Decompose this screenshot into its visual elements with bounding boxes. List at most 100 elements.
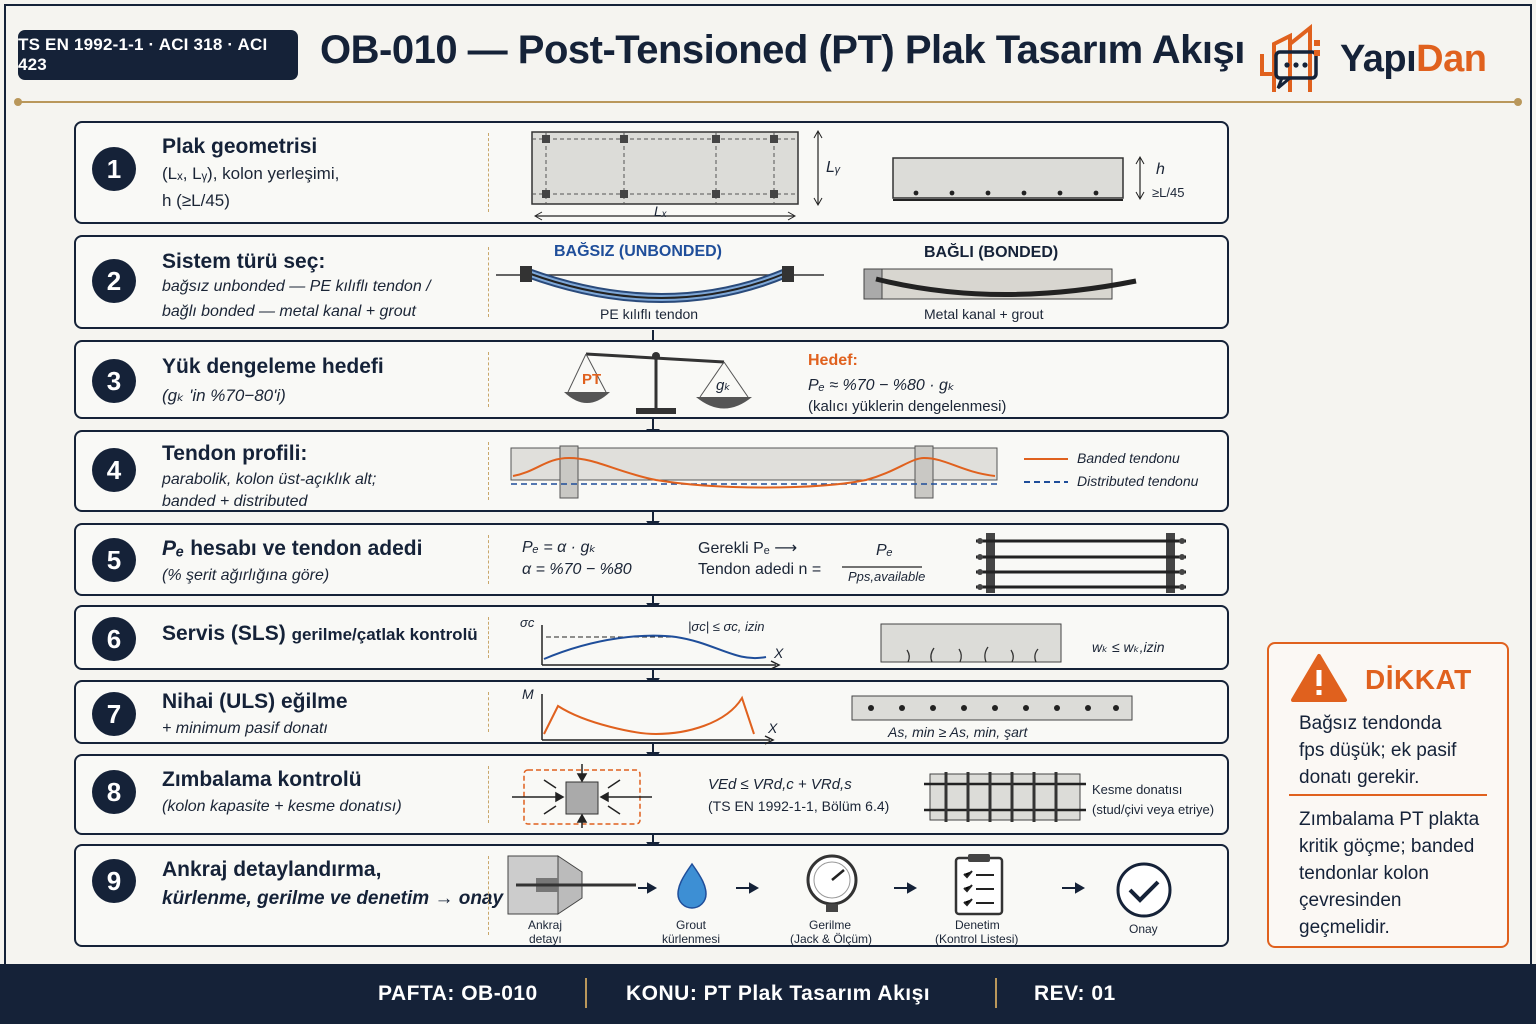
x-axis-label: X — [774, 645, 784, 661]
logo-part1: Yapı — [1340, 38, 1417, 80]
target-note: (kalıcı yüklerin dengelenmesi) — [808, 398, 1007, 415]
footer-rev: REV: 01 — [1034, 982, 1116, 1005]
grout-label-1: Grout — [676, 918, 707, 932]
tendon-types-diagram — [496, 266, 1137, 303]
target-label: Hedef: — [808, 352, 858, 369]
pan-right-label: gₖ — [716, 377, 731, 394]
stress-check-diagram — [541, 623, 1062, 670]
step-desc-line2: h (≥L/45) — [162, 191, 230, 210]
step-desc-line1: (kolon kapasite + kesme donatısı) — [162, 798, 402, 815]
slab-plan-diagram — [531, 129, 1145, 221]
sigma-label: σc — [520, 615, 535, 630]
step-1-geometry: 1 Plak geometrisi (Lₓ, Lᵧ), kolon yerleş… — [74, 121, 1229, 224]
divider — [488, 133, 489, 212]
warning-text-1: Bağsız tendonda fps düşük; ek pasif dona… — [1299, 710, 1456, 791]
warning-line: fps düşük; ek pasif — [1299, 740, 1457, 761]
grout-drop-icon — [677, 862, 707, 909]
step-desc-line2: bağlı bonded — metal kanal + grout — [162, 303, 416, 320]
step-number: 9 — [92, 859, 136, 903]
warning-divider — [1289, 794, 1487, 796]
step-title-2: kürlenme, gerilme ve denetim → onay — [162, 888, 504, 909]
fraction-numerator: Pₑ — [876, 542, 893, 559]
warning-line: tendonlar kolon — [1299, 863, 1429, 884]
step-3-load-balancing: 3 Yük dengeleme hedefi (gₖ 'in %70−80'i)… — [74, 340, 1229, 419]
tendon-count-diagram — [842, 533, 1186, 593]
step-number: 1 — [92, 147, 136, 191]
anchor-label-1: Ankraj — [528, 918, 563, 932]
title-text: Servis (SLS) — [162, 622, 286, 645]
balance-scale-icon — [564, 352, 752, 414]
warning-line: Bağsız tendonda — [1299, 713, 1442, 734]
tendon-count: Tendon adedi n = — [698, 561, 822, 578]
fraction-denominator: Pps,available — [848, 569, 926, 584]
stress-label-1: Gerilme — [809, 918, 852, 932]
logo-part2: Dan — [1416, 38, 1487, 80]
target-formula: Pₑ ≈ %70 − %80 · gₖ — [808, 377, 955, 394]
approve-label: Onay — [1129, 922, 1158, 936]
warning-title: DİKKAT — [1365, 664, 1472, 695]
warning-line: kritik göçme; banded — [1299, 836, 1475, 857]
anchor-label-2: detayı — [529, 932, 562, 946]
punching-formula: VEd ≤ VRd,c + VRd,s — [708, 776, 852, 793]
step-title: Sistem türü seç: — [162, 250, 326, 273]
h-label: h — [1156, 161, 1165, 178]
step-number: 5 — [92, 538, 136, 582]
warning-triangle-icon — [1291, 654, 1347, 702]
footer-subject: KONU: PT Plak Tasarım Akışı — [626, 982, 931, 1005]
checklist-icon — [954, 854, 1004, 916]
footer-separator — [995, 978, 997, 1008]
step-number: 3 — [92, 359, 136, 403]
stress-check: |σc| ≤ σc, izin — [688, 619, 765, 634]
page-title: OB-010 — Post-Tensioned (PT) Plak Tasarı… — [320, 28, 1245, 72]
punching-reference: (TS EN 1992-1-1, Bölüm 6.4) — [708, 798, 890, 814]
divider — [488, 352, 489, 407]
warning-line: çevresinden — [1299, 890, 1402, 911]
divider — [488, 535, 489, 584]
title-symbol: Pₑ — [162, 537, 185, 560]
alpha-formula: α = %70 − %80 — [522, 561, 632, 578]
shear-label-2: (stud/çivi veya etriye) — [1092, 802, 1215, 817]
inspect-label-2: (Kontrol Listesi) — [935, 932, 1019, 946]
pe-formula: Pₑ = α · gₖ — [522, 539, 597, 556]
standards-badge: TS EN 1992-1-1 · ACI 318 · ACI 423 — [18, 30, 298, 80]
step-9-anchorage: 9 Ankraj detaylandırma, kürlenme, gerilm… — [74, 844, 1229, 947]
footer-separator — [585, 978, 587, 1008]
step-title: Ankraj detaylandırma, — [162, 858, 382, 881]
step-title: Pₑ hesabı ve tendon adedi — [162, 537, 422, 561]
anchorage-process-diagram — [507, 854, 1172, 918]
divider — [488, 766, 489, 823]
title-small: gerilme/çatlak kontrolü — [291, 625, 478, 644]
divider — [488, 442, 489, 500]
step-title: Tendon profili: — [162, 442, 308, 465]
step-title: Yük dengeleme hedefi — [162, 355, 384, 378]
lx-label: Lₓ — [654, 203, 668, 219]
crack-check: wₖ ≤ wₖ,izin — [1092, 639, 1165, 655]
divider — [488, 856, 489, 935]
tendon-profile-diagram — [510, 445, 1068, 499]
hmin-label: ≥L/45 — [1152, 185, 1185, 200]
warning-line: geçmelidir. — [1299, 917, 1390, 938]
step-desc-line1: + minimum pasif donatı — [162, 720, 328, 737]
step-title: Nihai (ULS) eğilme — [162, 690, 348, 713]
step-7-uls: 7 Nihai (ULS) eğilme + minimum pasif don… — [74, 680, 1229, 745]
approve-check-icon — [1116, 862, 1172, 918]
step-4-tendon-profile: 4 Tendon profili: parabolik, kolon üst-a… — [74, 430, 1229, 512]
title-text: hesabı ve tendon adedi — [190, 537, 423, 560]
step-5-pe-calc: 5 Pₑ hesabı ve tendon adedi (% şerit ağı… — [74, 523, 1229, 596]
x-axis-label: X — [768, 720, 778, 736]
yapidan-logo-icon — [1260, 23, 1320, 92]
step-desc-line1: (Lₓ, Lᵧ), kolon yerleşimi, — [162, 164, 340, 183]
ly-label: Lᵧ — [826, 159, 841, 176]
step-number: 6 — [92, 617, 136, 661]
as-min-check: As, min ≥ As, min, şart — [888, 724, 1028, 740]
step-6-sls: 6 Servis (SLS) gerilme/çatlak kontrolü σ… — [74, 605, 1229, 670]
divider — [488, 692, 489, 732]
pan-left-label: PT — [582, 371, 602, 388]
footer-sheet: PAFTA: OB-010 — [378, 982, 538, 1005]
logo-text: YapıDan — [1340, 38, 1487, 81]
step-number: 8 — [92, 770, 136, 814]
grout-label-2: kürlenmesi — [662, 932, 721, 946]
unbonded-title: BAĞSIZ (UNBONDED) — [554, 243, 722, 260]
inspect-label-1: Denetim — [955, 918, 1000, 932]
warning-box: DİKKAT Bağsız tendonda fps düşük; ek pas… — [1267, 642, 1509, 948]
